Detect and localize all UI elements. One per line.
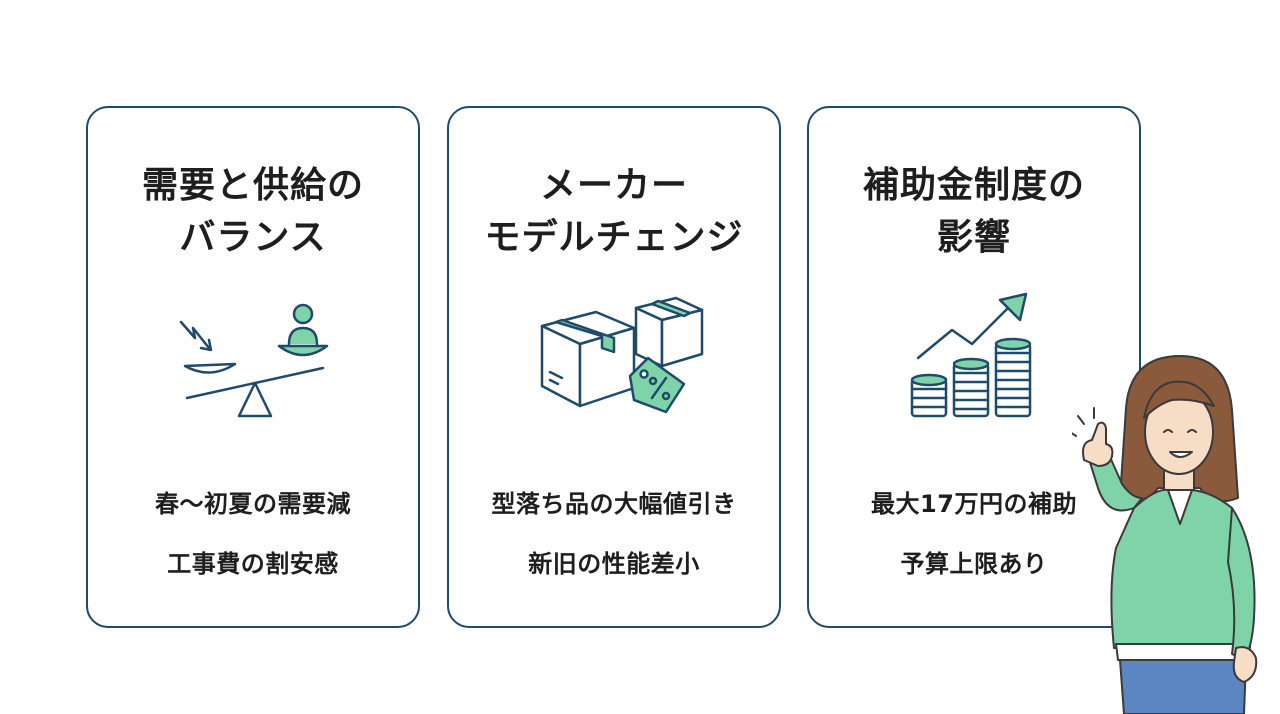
card-title-line: メーカー — [539, 165, 688, 206]
card-point: 予算上限あり — [900, 550, 1048, 578]
card-title-line: 影響 — [936, 217, 1011, 258]
boxes-price-tag-icon — [540, 296, 704, 414]
card-title-line: 需要と供給の — [141, 165, 364, 206]
card-title-line: モデルチェンジ — [484, 217, 744, 258]
card-title-line: 補助金制度の — [862, 165, 1085, 206]
card-title-line: バランス — [179, 217, 327, 258]
card-point: 最大17万円の補助 — [871, 490, 1077, 518]
presenter-illustration — [1072, 355, 1258, 714]
card-point: 新旧の性能差小 — [528, 550, 700, 578]
card-point: 型落ち品の大幅値引き — [491, 490, 737, 518]
card-point: 春〜初夏の需要減 — [155, 490, 351, 518]
card-title: 補助金制度の 影響 — [809, 160, 1139, 264]
card-subsidy: 補助金制度の 影響 — [807, 106, 1141, 628]
card-title: 需要と供給の バランス — [88, 160, 418, 264]
card-model-change: メーカー モデルチェンジ 型落ち品の大幅値引き 新旧の性能差小 — [447, 106, 781, 628]
coins-growth-arrow-icon — [910, 292, 1032, 418]
card-title: メーカー モデルチェンジ — [449, 160, 779, 264]
card-point: 工事費の割安感 — [167, 550, 339, 578]
seesaw-balance-icon — [179, 303, 329, 418]
card-supply-demand: 需要と供給の バランス 春〜初夏の需要減 工事費の割安感 — [86, 106, 420, 628]
